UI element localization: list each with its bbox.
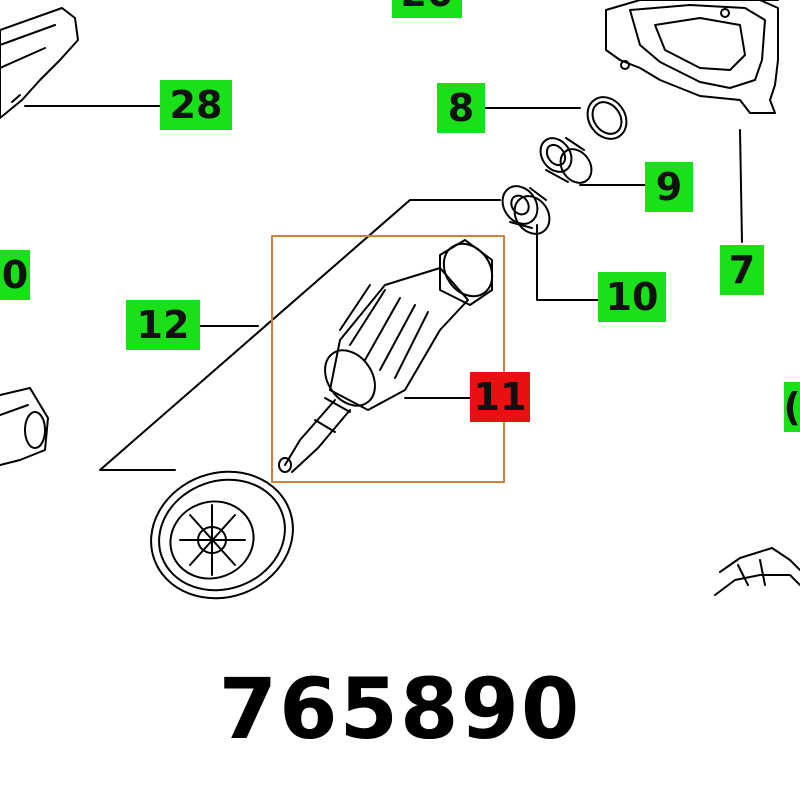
callout-partial-right[interactable]: ( bbox=[783, 382, 800, 432]
callout-11-selected[interactable]: 11 bbox=[470, 372, 530, 422]
ring-part-8 bbox=[586, 96, 628, 140]
selected-part-box bbox=[271, 235, 505, 483]
fan-wheel bbox=[150, 470, 294, 600]
callout-9[interactable]: 9 bbox=[645, 162, 693, 212]
part-number: 765890 bbox=[218, 660, 582, 758]
callout-12[interactable]: 12 bbox=[126, 300, 200, 350]
armature-part-11 bbox=[278, 239, 494, 473]
housing-plate bbox=[605, 0, 779, 114]
bushing-part-9 bbox=[539, 137, 593, 184]
callout-10[interactable]: 10 bbox=[598, 272, 666, 322]
leader-line-10 bbox=[536, 224, 599, 301]
bearing-part-10 bbox=[501, 185, 551, 235]
housing-fragment-top-left bbox=[0, 7, 79, 119]
housing-fragment-left bbox=[0, 387, 49, 466]
callout-8[interactable]: 8 bbox=[437, 83, 485, 133]
callout-partial-top[interactable]: 20 bbox=[392, 0, 462, 18]
callout-7[interactable]: 7 bbox=[720, 245, 764, 295]
callout-partial-left[interactable]: 0 bbox=[0, 250, 30, 300]
housing-fragment-right bbox=[714, 547, 800, 596]
leader-line-7 bbox=[739, 129, 743, 243]
callout-28[interactable]: 28 bbox=[160, 80, 232, 130]
leader-bracket-12 bbox=[99, 199, 501, 471]
